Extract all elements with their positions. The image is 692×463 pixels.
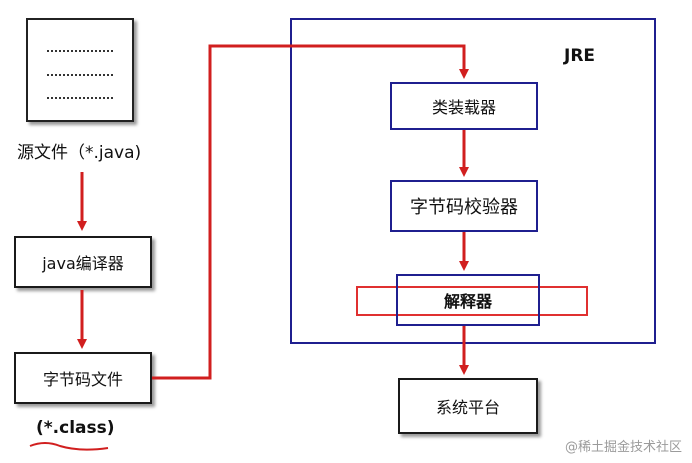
bytecode-verifier-box: 字节码校验器 <box>390 180 538 232</box>
system-platform-label: 系统平台 <box>435 398 500 417</box>
class-underline-scribble <box>29 442 109 451</box>
source-dots-line-3 <box>47 97 113 99</box>
class-loader-label: 类装载器 <box>431 98 496 117</box>
java-compiler-box: java编译器 <box>14 236 152 288</box>
source-file-label: 源文件（*.java) <box>17 143 142 163</box>
bytecode-verifier-label: 字节码校验器 <box>410 197 518 218</box>
source-dots-line-2 <box>47 74 113 76</box>
bytecode-class-label: (*.class) <box>36 418 115 438</box>
source-dots-line-1 <box>47 50 113 52</box>
bytecode-file-box: 字节码文件 <box>14 352 152 404</box>
watermark-text: @稀土掘金技术社区 <box>564 440 682 455</box>
jre-container <box>290 18 656 344</box>
java-compiler-label: java编译器 <box>42 254 124 273</box>
bytecode-file-label: 字节码文件 <box>42 370 123 389</box>
interpreter-highlight-box <box>356 286 588 316</box>
source-file-document-icon <box>26 18 134 122</box>
system-platform-box: 系统平台 <box>398 378 538 434</box>
interpreter-label: 解释器 <box>443 292 492 311</box>
class-loader-box: 类装载器 <box>390 82 538 130</box>
arrow-bytecode-to-class-loader <box>152 44 469 380</box>
jre-title: JRE <box>564 46 596 66</box>
interpreter-box: 解释器 <box>396 274 540 326</box>
